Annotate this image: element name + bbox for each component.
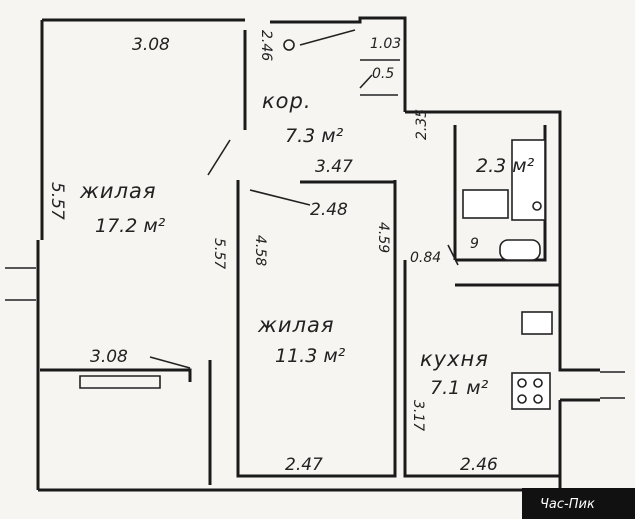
watermark-text: Час-Пик xyxy=(540,497,595,512)
living2-label: жилая xyxy=(257,313,335,337)
dim-living1-right: 5.57 xyxy=(211,238,227,269)
dim-kitchen-bottom: 2.46 xyxy=(460,455,498,475)
kitchen-sink-fixture xyxy=(521,311,553,335)
small-note: 9 xyxy=(470,236,479,252)
dim-door-gap: 0.84 xyxy=(410,250,441,266)
dim-living1-bottom: 3.08 xyxy=(90,347,128,367)
dim-bath-height: 2.35 xyxy=(414,109,430,140)
dim-living2-right: 4.59 xyxy=(375,222,391,253)
living1-label: жилая xyxy=(79,179,157,203)
watermark: Час-Пик xyxy=(522,488,635,519)
leader-lines xyxy=(149,139,459,369)
entrance-marker-icon xyxy=(283,39,295,51)
stove-fixture xyxy=(511,372,551,410)
fixtures xyxy=(283,29,553,410)
dim-living2-left: 4.58 xyxy=(252,235,268,266)
dim-living2-bottom: 2.47 xyxy=(285,455,323,475)
kitchen-area: 7.1 м² xyxy=(430,377,489,399)
room-labels: кор. 7.3 м² жилая 17.2 м² жилая 11.3 м² … xyxy=(79,89,535,399)
sink-fixture xyxy=(499,239,541,261)
dim-wc-height: 0.5 xyxy=(372,66,394,82)
dim-corridor-width: 3.47 xyxy=(315,157,353,177)
living2-area: 11.3 м² xyxy=(275,345,346,367)
dim-middle-top: 2.48 xyxy=(310,200,348,220)
bath-area: 2.3 м² xyxy=(476,155,535,177)
living1-area: 17.2 м² xyxy=(95,215,166,237)
corridor-area: 7.3 м² xyxy=(285,125,344,147)
washer-fixture xyxy=(511,139,546,221)
dim-top-small: 2.46 xyxy=(258,30,274,61)
dim-top-left: 3.08 xyxy=(132,35,170,55)
bathtub-fixture xyxy=(462,189,509,219)
kitchen-label: кухня xyxy=(420,347,489,371)
dim-wc-width: 1.03 xyxy=(370,36,401,52)
dim-kitchen-left: 3.17 xyxy=(410,400,426,431)
corridor-label: кор. xyxy=(262,89,312,113)
outer-walls xyxy=(5,16,625,492)
dimension-labels: 3.08 2.46 1.03 0.5 3.47 5.57 5.57 2.35 2… xyxy=(47,30,498,475)
dim-left-height: 5.57 xyxy=(47,182,67,220)
